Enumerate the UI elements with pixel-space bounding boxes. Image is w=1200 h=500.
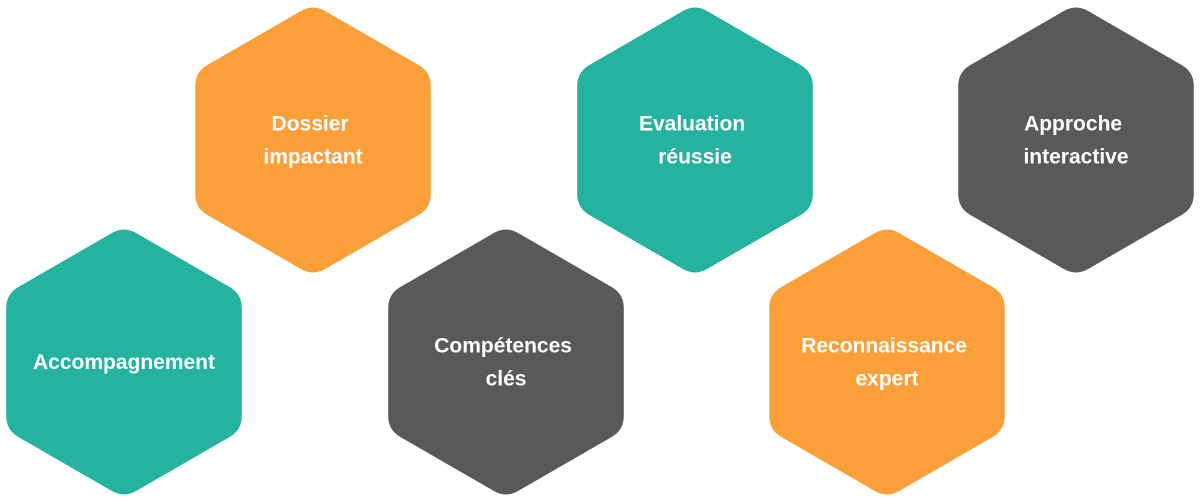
hex-label-line-1: Compétences [434, 335, 572, 358]
hex-label-line-2: expert [855, 368, 918, 391]
hex-accompagnement: Accompagnement [6, 229, 242, 495]
hex-label: Reconnaissance expert [801, 335, 973, 391]
hexagon-shape [388, 229, 624, 495]
hex-dossier-impactant: Dossier impactant [195, 7, 431, 273]
hex-label: Approche interactive [1023, 113, 1128, 169]
hex-label-line-2: clés [486, 368, 527, 391]
hex-label: Dossier impactant [263, 113, 362, 169]
hexagon-shape [958, 7, 1194, 273]
hexagon-shape [577, 7, 813, 273]
hex-label-line-2: impactant [263, 146, 362, 169]
hex-evaluation-reussie: Evaluation réussie [577, 7, 813, 273]
hexagon-shape [6, 229, 242, 495]
hexagon-group: Accompagnement Dossier impactant Compéte… [6, 7, 1194, 495]
hex-label: Accompagnement [33, 351, 215, 374]
hex-competences-cles: Compétences clés [388, 229, 624, 495]
hex-label-line-1: Accompagnement [33, 351, 215, 374]
hex-reconnaissance-expert: Reconnaissance expert [769, 229, 1005, 495]
hexagon-shape [195, 7, 431, 273]
hex-label: Evaluation réussie [639, 113, 751, 169]
hex-label-line-1: Evaluation [639, 113, 745, 136]
hex-label-line-2: réussie [658, 146, 732, 169]
hex-label-line-2: interactive [1023, 146, 1128, 169]
hex-label-line-1: Dossier [272, 113, 349, 136]
hex-label-line-1: Reconnaissance [801, 335, 967, 358]
hexagon-shape [769, 229, 1005, 495]
hex-label: Compétences clés [434, 335, 578, 391]
hex-approche-interactive: Approche interactive [958, 7, 1194, 273]
hex-label-line-1: Approche [1024, 113, 1122, 136]
